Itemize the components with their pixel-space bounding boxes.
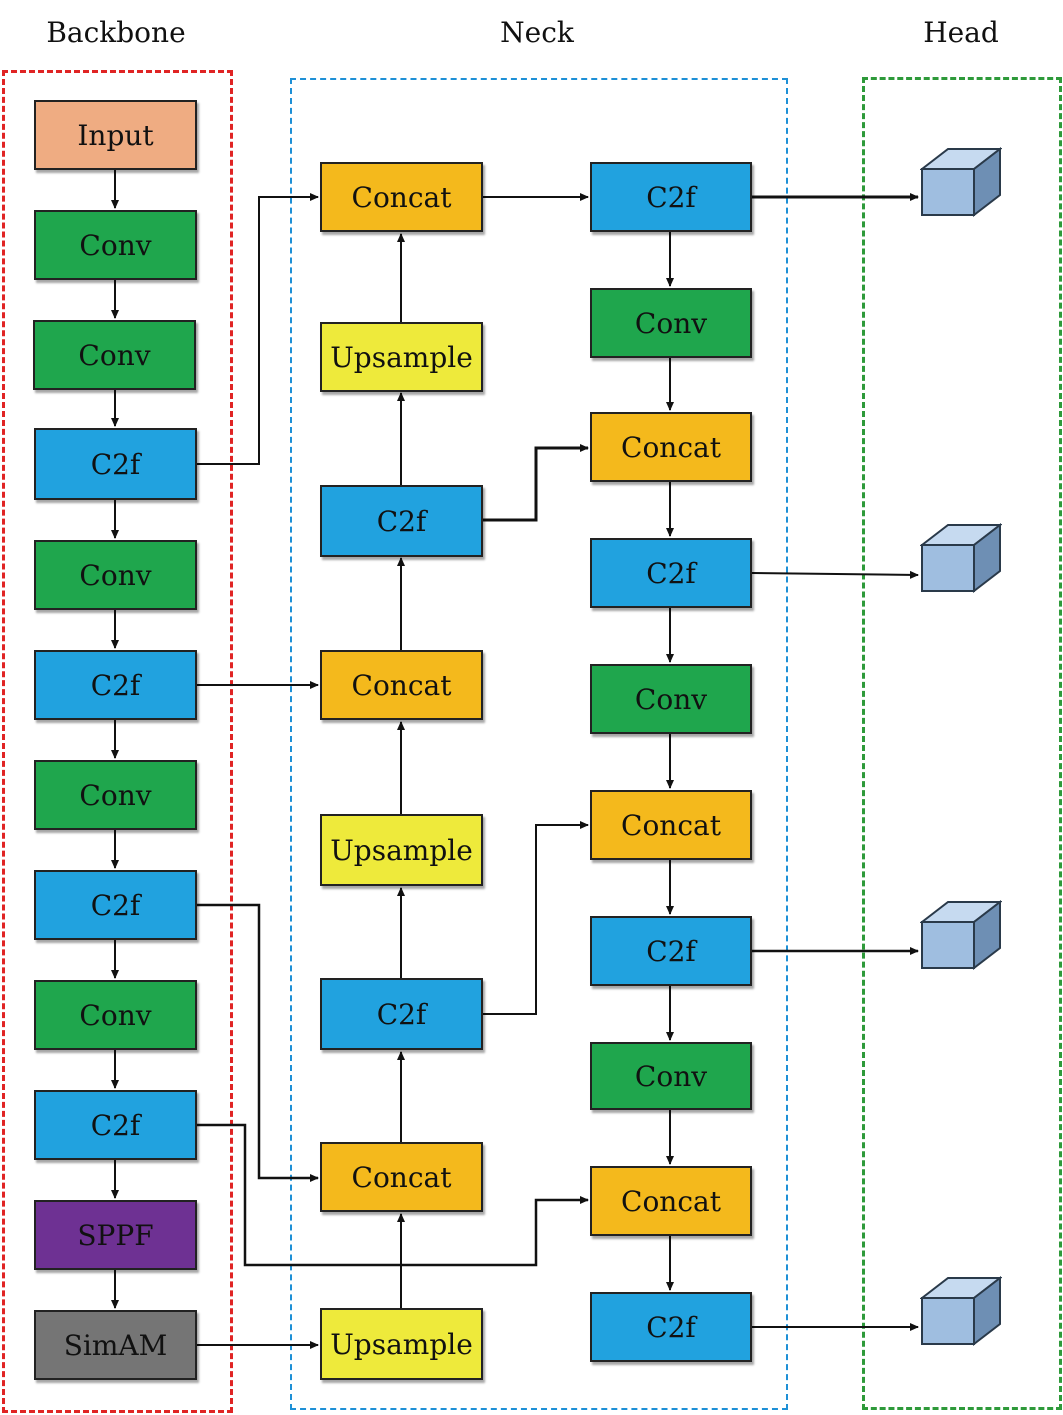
concat-block: Concat [320,162,483,232]
input-block: Input [34,100,197,170]
c2f-block: C2f [34,428,197,500]
backbone-region [2,70,233,1413]
arrow-to-head-2 [751,570,919,579]
c2f-block: C2f [34,870,197,940]
concat-block: Concat [590,1166,752,1236]
c2f-block: C2f [320,485,483,557]
c2f-block: C2f [590,538,752,608]
detect-head-icon [920,147,1002,218]
concat-block: Concat [590,412,752,482]
detect-head-icon [920,900,1002,971]
head-region [862,77,1062,1410]
arrow-neck-c2f2-concat-r2 [483,821,589,1015]
c2f-block: C2f [590,1292,752,1362]
upsample-block: Upsample [320,322,483,392]
c2f-block: C2f [320,978,483,1050]
upsample-block: Upsample [320,814,483,886]
detect-head-icon [920,523,1002,594]
neck-region [290,78,788,1410]
c2f-block: C2f [34,1090,197,1160]
c2f-block: C2f [34,650,197,720]
conv-block: Conv [34,210,197,280]
conv-block: Conv [590,288,752,358]
arrow-bb-c2f1-neck-concat1 [197,193,319,465]
arrow-neck-c2f1-concat-r1 [483,444,589,522]
detect-head-icon [920,1276,1002,1347]
conv-block: Conv [590,1042,752,1110]
conv-block: Conv [34,540,197,610]
simam-block: SimAM [34,1310,197,1380]
sppf-block: SPPF [34,1200,197,1270]
conv-block: Conv [33,320,196,390]
concat-block: Concat [590,790,752,860]
neck-title: Neck [500,16,574,49]
conv-block: Conv [34,980,197,1050]
c2f-block: C2f [590,162,752,232]
concat-block: Concat [320,1142,483,1212]
concat-block: Concat [320,650,483,720]
arrow-bb-c2f4-neck-concat-r3 [197,1123,589,1267]
conv-block: Conv [590,664,752,734]
conv-block: Conv [34,760,197,830]
backbone-title: Backbone [46,16,186,49]
head-title: Head [923,16,999,49]
upsample-block: Upsample [320,1308,483,1380]
arrow-bb-c2f3-neck-concat3 [197,903,319,1182]
c2f-block: C2f [590,916,752,986]
